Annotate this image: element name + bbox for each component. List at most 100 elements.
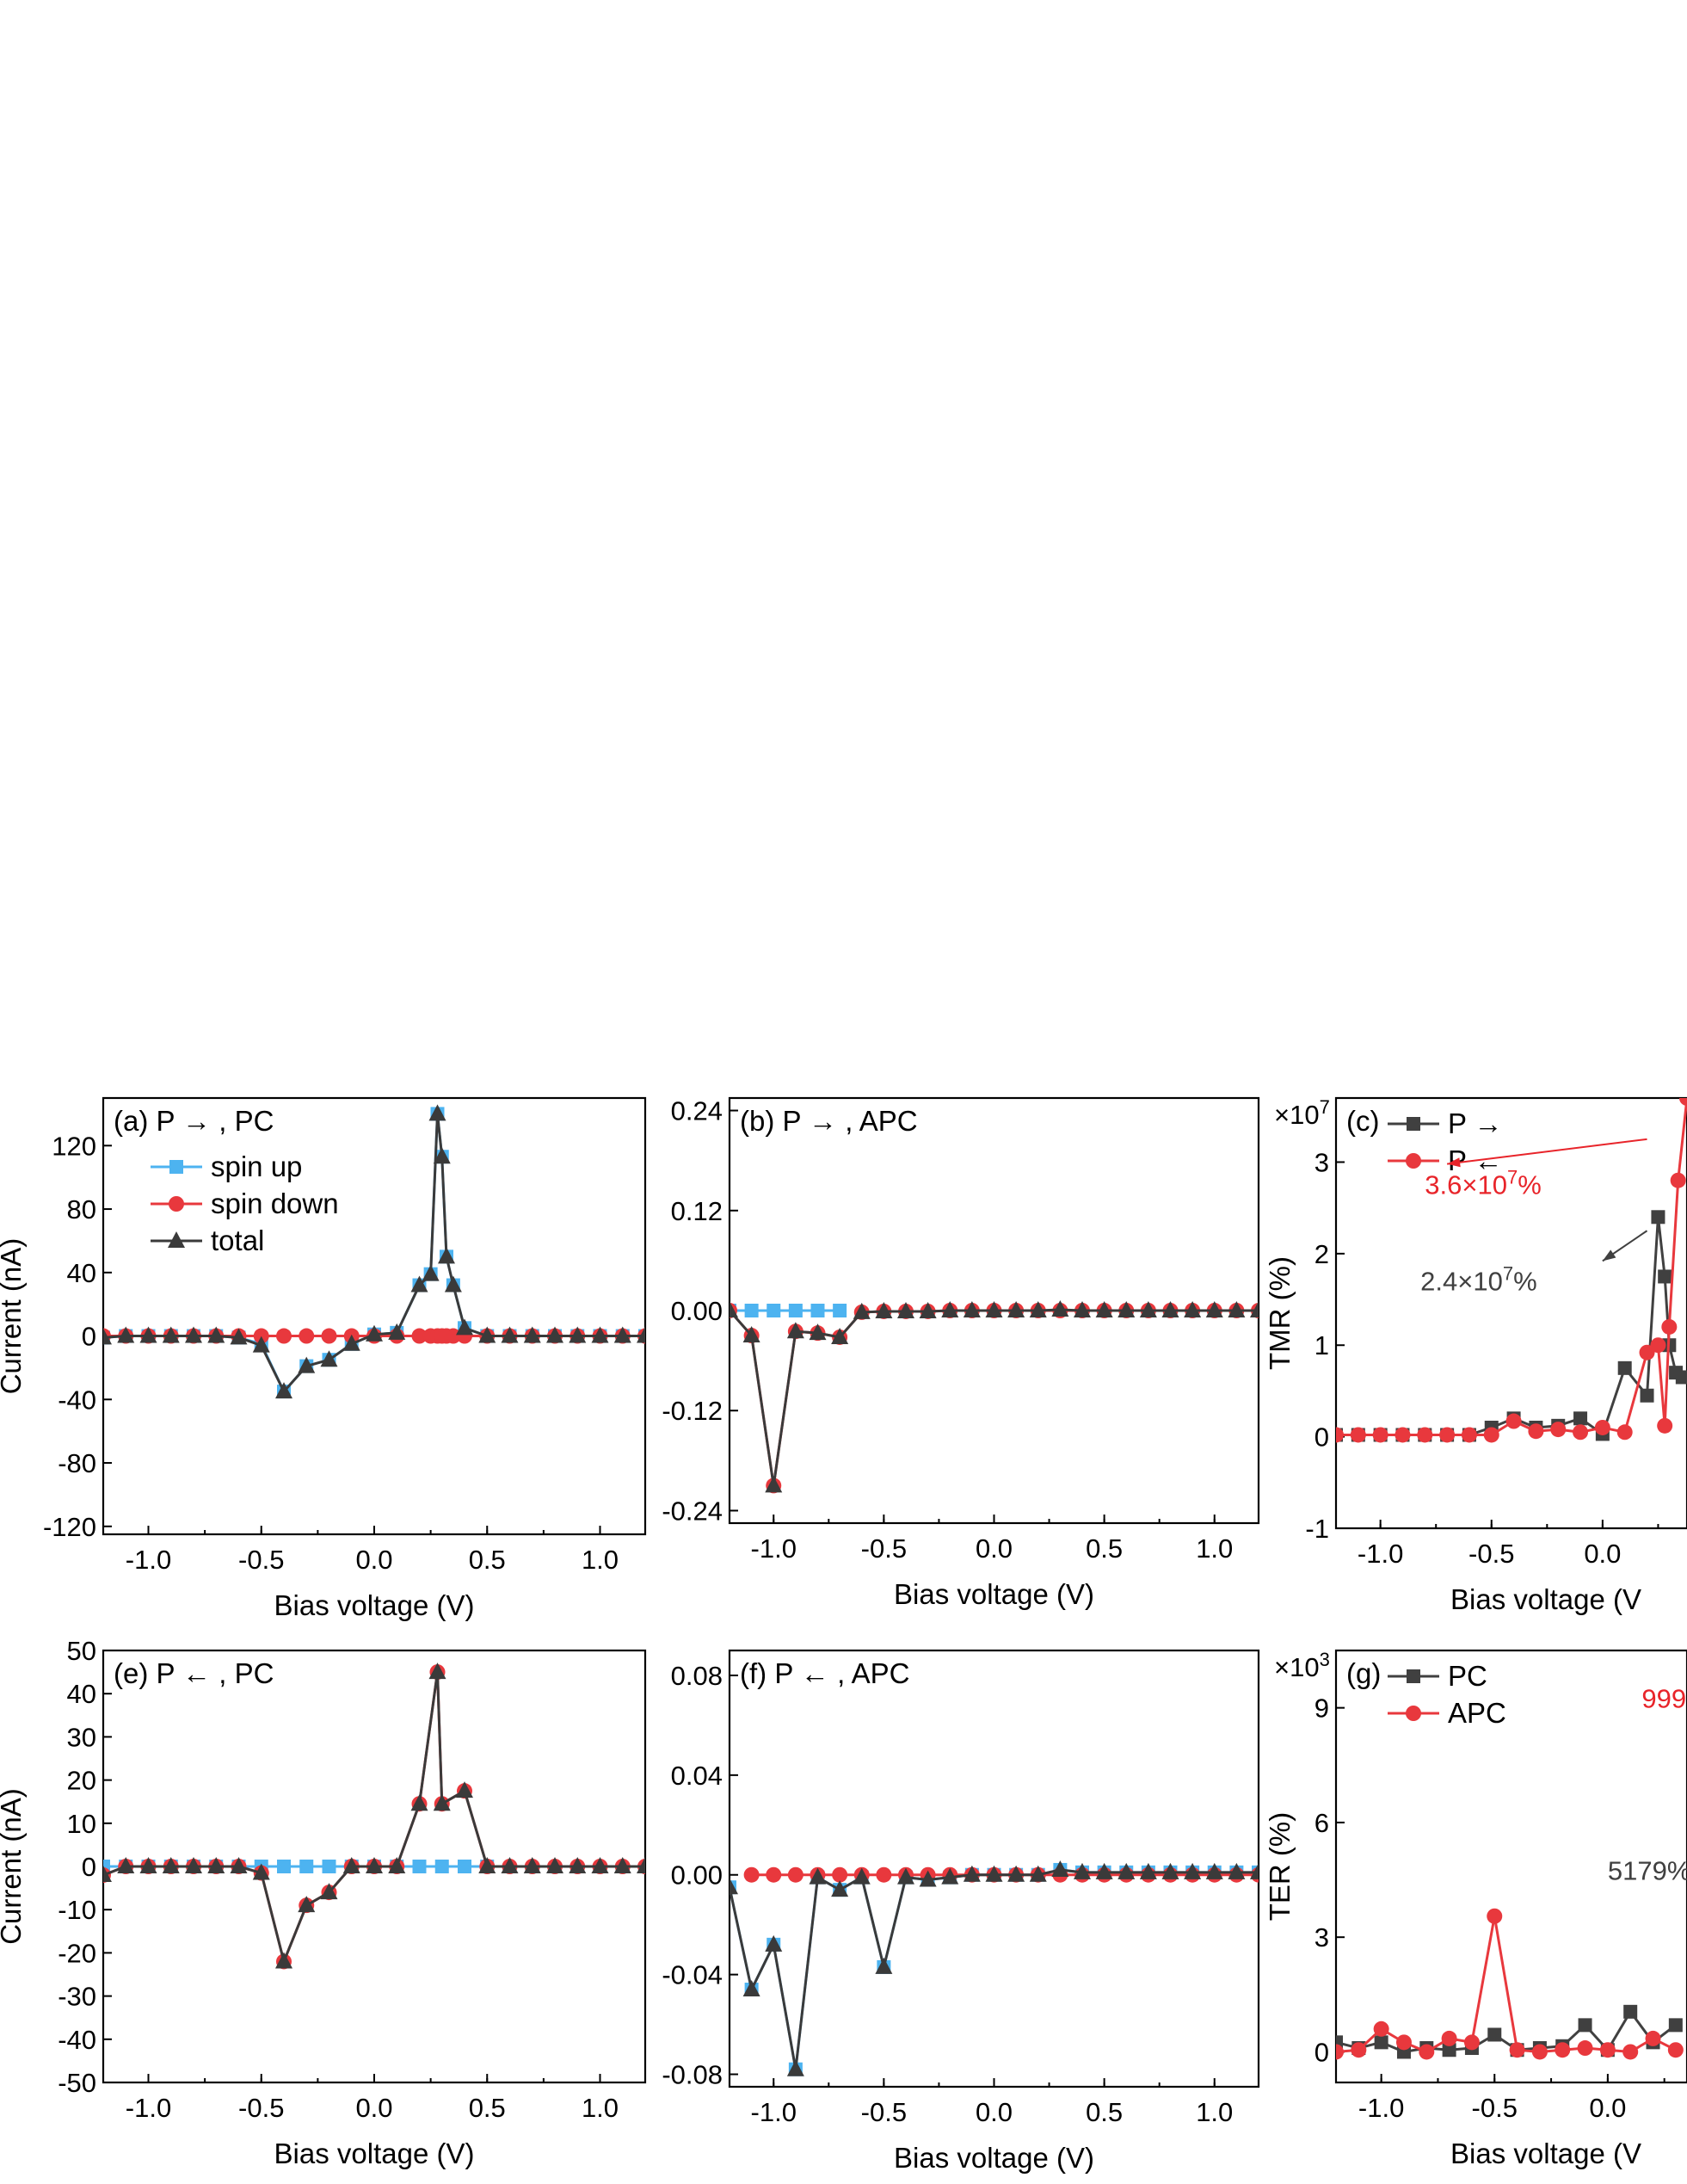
data-point xyxy=(546,1857,563,1873)
x-tick-label: 1.0 xyxy=(582,2093,619,2123)
x-tick-label: -0.5 xyxy=(1468,1539,1514,1569)
x-axis-title: Bias voltage (V xyxy=(1450,2138,1641,2169)
x-tick-label: -1.0 xyxy=(1358,1539,1403,1569)
data-point xyxy=(1442,2043,1456,2058)
data-point xyxy=(1336,2035,1343,2050)
data-point xyxy=(1594,1419,1610,1435)
x-tick-label: 0.0 xyxy=(355,1545,392,1575)
y-axis-title: Current (nA) xyxy=(0,1238,27,1395)
panel-label: (c) xyxy=(1346,1105,1379,1137)
data-point xyxy=(1639,1344,1655,1360)
data-point xyxy=(1661,1318,1678,1335)
data-point xyxy=(253,1328,269,1344)
data-point xyxy=(342,1857,360,1873)
data-point xyxy=(321,1328,337,1344)
data-point xyxy=(456,1318,473,1336)
panel-label: (f) P ← , APC xyxy=(740,1657,909,1689)
x-tick-label: -1.0 xyxy=(751,2097,797,2127)
series-line xyxy=(103,1114,645,1394)
data-point xyxy=(1487,2027,1502,2042)
y-tick-label: 10 xyxy=(67,1809,96,1839)
data-point xyxy=(963,1301,981,1317)
y-tick-label: 0 xyxy=(1315,2037,1329,2067)
data-point xyxy=(428,1104,446,1121)
data-point xyxy=(743,1866,760,1883)
y-tick-label: -0.04 xyxy=(662,1960,723,1990)
x-tick-label: -0.5 xyxy=(1472,2093,1518,2123)
data-point xyxy=(786,1322,804,1339)
data-point xyxy=(919,1870,937,1887)
data-point xyxy=(985,1301,1003,1317)
data-point xyxy=(1487,1908,1503,1924)
data-point xyxy=(342,1334,360,1351)
data-point xyxy=(1578,2018,1592,2033)
data-point xyxy=(1599,2042,1616,2058)
x-tick-label: -1.0 xyxy=(1358,2093,1404,2123)
data-point xyxy=(1679,1098,1687,1106)
data-point xyxy=(1117,1862,1136,1879)
data-point xyxy=(456,1781,473,1798)
data-point xyxy=(1531,2044,1548,2060)
annotation-label: 5179% xyxy=(1608,1856,1687,1886)
x-tick-label: 0.0 xyxy=(976,2097,1013,2127)
data-point xyxy=(434,1860,449,1873)
data-point xyxy=(765,1934,783,1952)
data-point xyxy=(1439,1427,1456,1443)
x-tick-label: 0.5 xyxy=(1086,1533,1123,1564)
data-point xyxy=(1372,1427,1388,1443)
annotation-suffix: % xyxy=(1518,1170,1542,1200)
data-point xyxy=(569,1857,587,1873)
data-point xyxy=(1074,1862,1091,1879)
data-point xyxy=(1577,2040,1593,2057)
panel-label: (b) P → , APC xyxy=(740,1105,918,1137)
data-point xyxy=(366,1324,383,1342)
data-point xyxy=(1658,1269,1672,1284)
data-point xyxy=(433,1147,451,1164)
data-point xyxy=(1505,1413,1522,1429)
data-point xyxy=(832,1866,848,1883)
data-point xyxy=(985,1865,1003,1882)
series-group xyxy=(730,1860,1259,2076)
data-point xyxy=(410,1275,428,1293)
annotation-exponent: 7 xyxy=(1507,1167,1518,1188)
y-tick-label: -0.12 xyxy=(662,1396,723,1426)
data-point xyxy=(445,1328,461,1344)
y-tick-label: -20 xyxy=(58,1938,96,1968)
data-point xyxy=(1640,1388,1654,1403)
data-point xyxy=(1616,1424,1633,1441)
data-point xyxy=(1029,1301,1047,1317)
data-point xyxy=(1622,2044,1639,2060)
data-point xyxy=(1051,1860,1069,1877)
data-point xyxy=(941,1867,959,1885)
data-point xyxy=(897,1867,914,1885)
y-scale-label: ×103 xyxy=(1274,1649,1330,1682)
data-point xyxy=(1373,2021,1389,2037)
data-point xyxy=(963,1865,981,1882)
legend-marker xyxy=(168,1231,185,1248)
series-line xyxy=(103,1671,645,1966)
series-line xyxy=(1336,1217,1684,1436)
legend-label: total xyxy=(211,1225,264,1256)
x-axis-title: Bias voltage (V) xyxy=(894,2142,1094,2174)
data-point xyxy=(1667,2042,1684,2058)
legend-marker xyxy=(1406,1706,1421,1721)
data-point xyxy=(809,1323,827,1341)
x-tick-label: -0.5 xyxy=(861,1533,907,1564)
y-tick-label: 9 xyxy=(1315,1694,1329,1724)
data-point xyxy=(299,1328,315,1344)
annotation-label: 3.6×107% xyxy=(1425,1167,1542,1200)
data-point xyxy=(388,1857,406,1873)
legend-marker xyxy=(1406,1153,1421,1169)
x-axis-title: Bias voltage (V) xyxy=(274,2138,475,2169)
y-tick-label: 0 xyxy=(1315,1422,1329,1453)
y-axis-title: Current (nA) xyxy=(0,1788,27,1945)
data-point xyxy=(875,1957,893,1974)
data-point xyxy=(1228,1862,1246,1879)
data-point xyxy=(1095,1301,1113,1317)
data-point xyxy=(478,1857,496,1873)
data-point xyxy=(117,1326,135,1343)
data-point xyxy=(501,1326,519,1343)
legend-label: P → xyxy=(1448,1107,1503,1139)
